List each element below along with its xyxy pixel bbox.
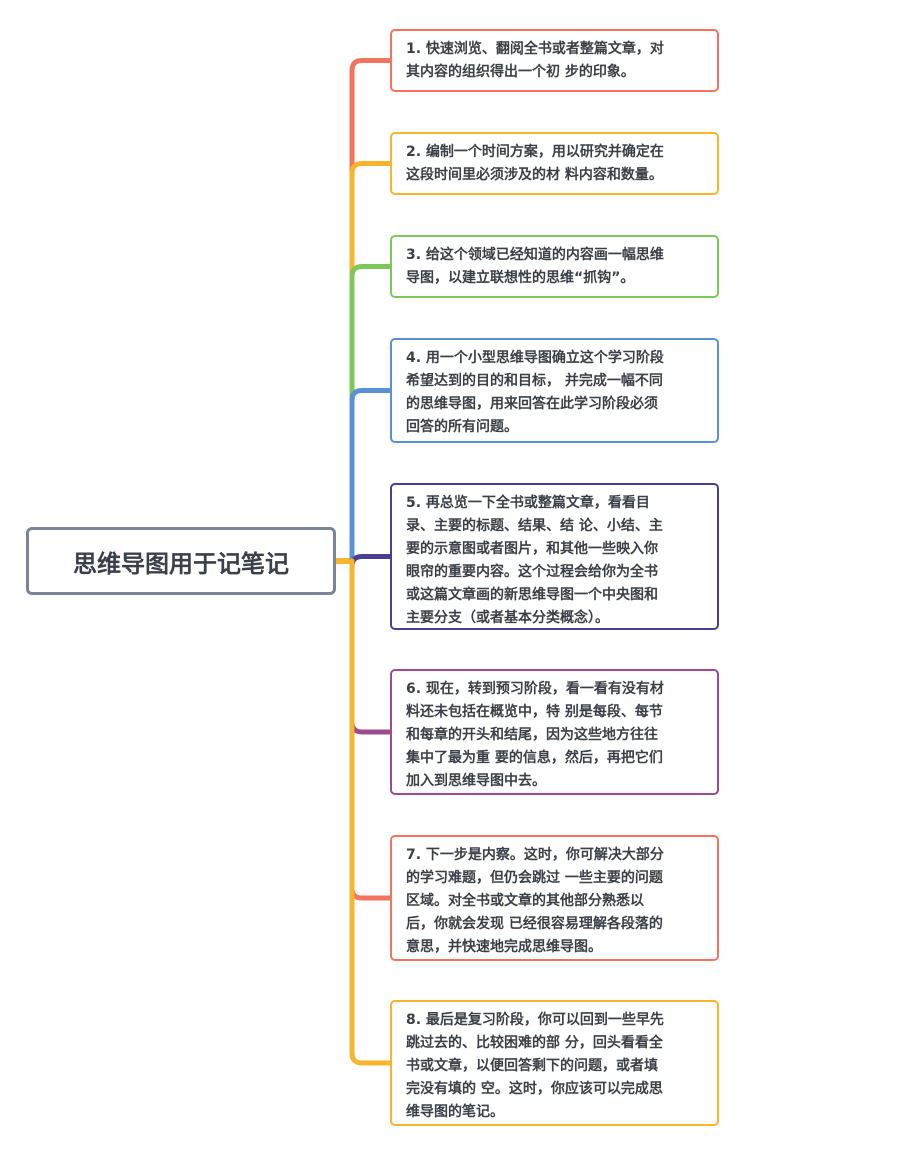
topic-node-8[interactable]: 8. 最后是复习阶段，你可以回到一些早先 跳过去的、比较困难的部 分，回头看看全… [390,1000,719,1126]
topic-node-6[interactable]: 6. 现在，转到预习阶段，看一看有没有材 料还未包括在概览中，特 别是每段、每节… [390,669,719,795]
topic-node-7[interactable]: 7. 下一步是内察。这时，你可解决大部分 的学习难题，但仍会跳过 一些主要的问题… [390,835,719,961]
branch-line-8 [349,558,393,1066]
topic-node-text: 4. 用一个小型思维导图确立这个学习阶段 希望达到的目的和目标， 并完成一幅不同… [406,350,664,435]
topic-node-5[interactable]: 5. 再总览一下全书或整篇文章，看看目 录、主要的标题、结果、结 论、小结、主 … [390,483,719,630]
branch-line-5 [349,554,393,567]
topic-node-text: 3. 给这个领域已经知道的内容画一幅思维 导图，以建立联想性的思维“抓钩”。 [406,247,664,286]
topic-node-1[interactable]: 1. 快速浏览、翻阅全书或者整篇文章，对 其内容的组织得出一个初 步的印象。 [390,29,719,92]
branch-line-3 [349,264,393,564]
topic-node-text: 7. 下一步是内察。这时，你可解决大部分 的学习难题，但仍会跳过 一些主要的问题… [406,847,664,955]
topic-node-2[interactable]: 2. 编制一个时间方案，用以研究并确定在 这段时间里必须涉及的材 料内容和数量。 [390,132,719,195]
branch-line-4 [349,388,393,564]
branch-line-2 [349,161,393,564]
topic-node-text: 6. 现在，转到预习阶段，看一看有没有材 料还未包括在概览中，特 别是每段、每节… [406,681,664,789]
root-topic[interactable]: 思维导图用于记笔记 [26,527,336,595]
topic-node-4[interactable]: 4. 用一个小型思维导图确立这个学习阶段 希望达到的目的和目标， 并完成一幅不同… [390,338,719,443]
topic-node-text: 8. 最后是复习阶段，你可以回到一些早先 跳过去的、比较困难的部 分，回头看看全… [406,1012,664,1120]
topic-node-text: 5. 再总览一下全书或整篇文章，看看目 录、主要的标题、结果、结 论、小结、主 … [406,495,663,626]
branch-line-1 [349,58,393,564]
topic-node-text: 1. 快速浏览、翻阅全书或者整篇文章，对 其内容的组织得出一个初 步的印象。 [406,41,664,80]
topic-node-3[interactable]: 3. 给这个领域已经知道的内容画一幅思维 导图，以建立联想性的思维“抓钩”。 [390,235,719,298]
root-topic-label: 思维导图用于记笔记 [73,549,289,578]
topic-node-text: 2. 编制一个时间方案，用以研究并确定在 这段时间里必须涉及的材 料内容和数量。 [406,144,664,183]
branch-line-6 [349,558,393,735]
